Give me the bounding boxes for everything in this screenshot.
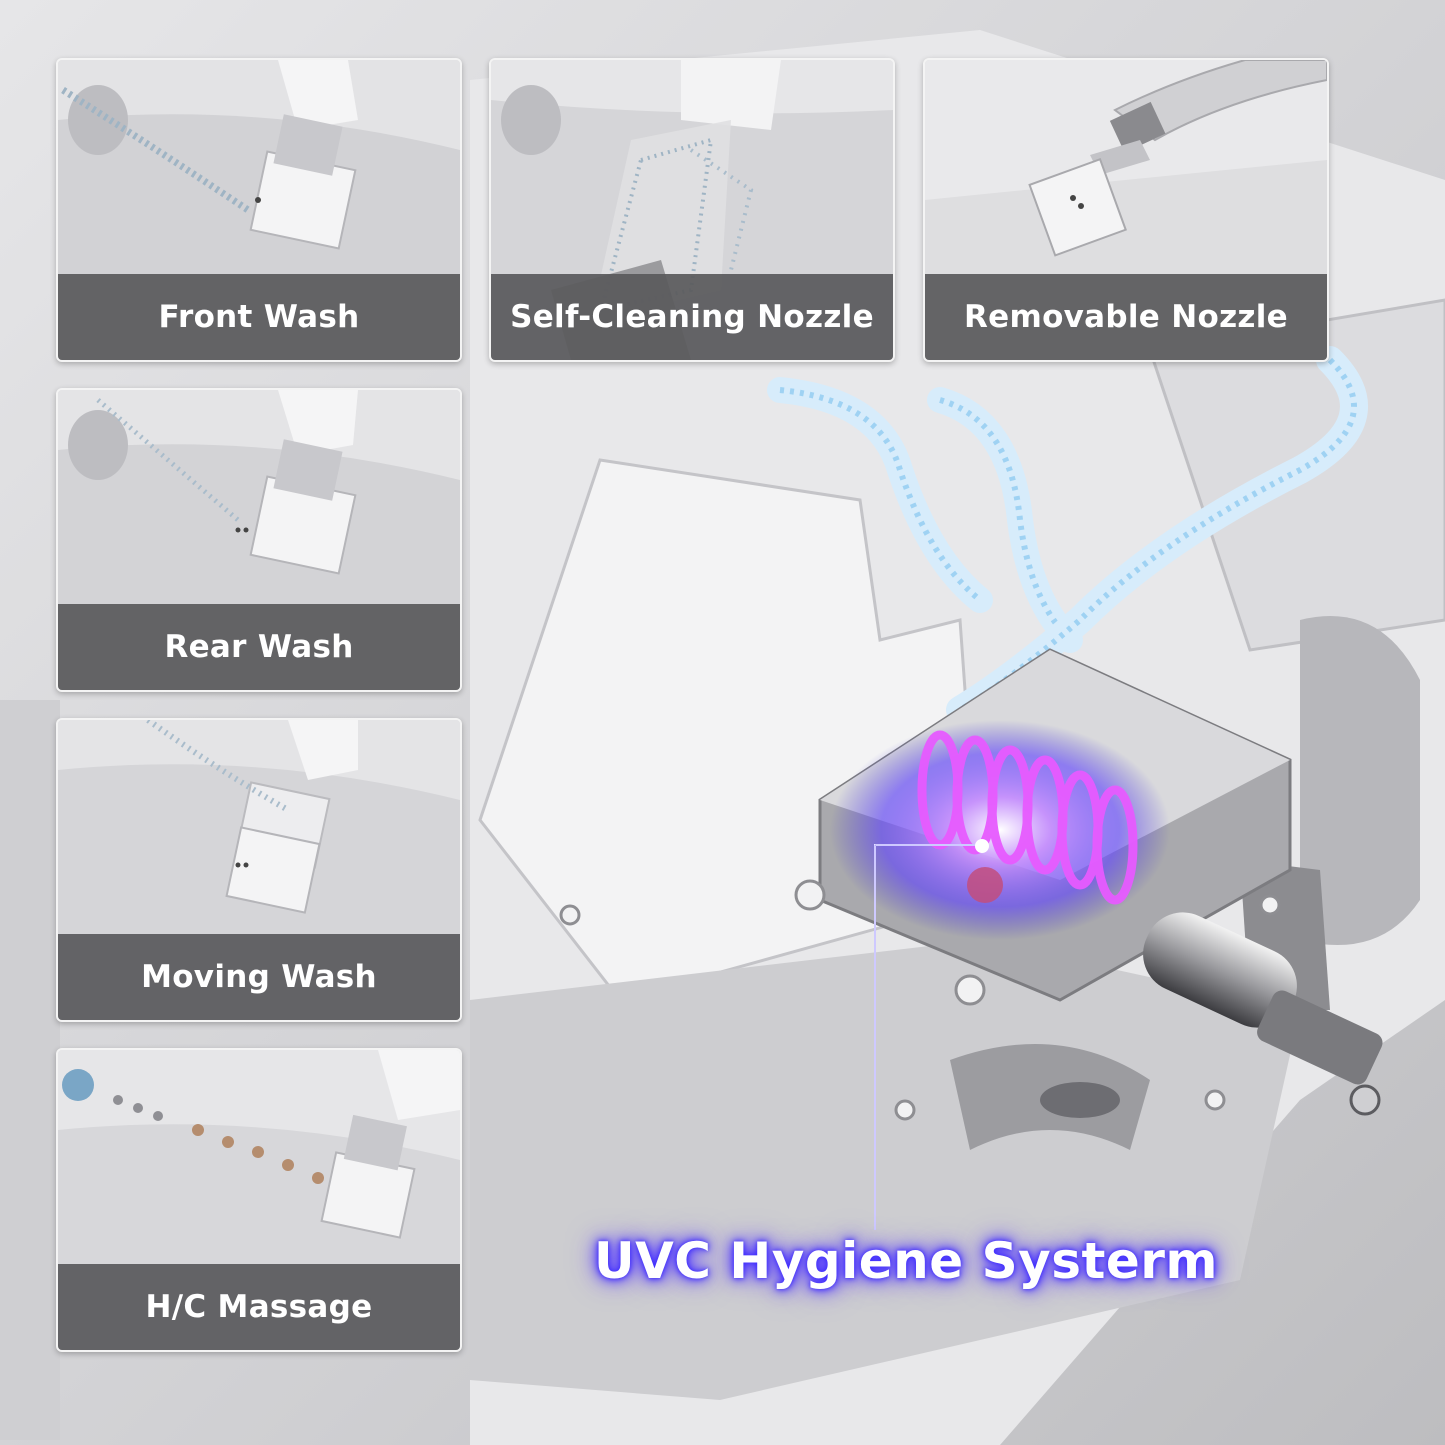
card-label: Rear Wash — [58, 604, 460, 690]
feature-card-moving-wash: Moving Wash — [56, 718, 462, 1022]
card-label: Removable Nozzle — [925, 274, 1327, 360]
card-label: Self-Cleaning Nozzle — [491, 274, 893, 360]
card-label: Front Wash — [58, 274, 460, 360]
feature-card-front-wash: Front Wash — [56, 58, 462, 362]
feature-card-removable-nozzle: Removable Nozzle — [923, 58, 1329, 362]
card-label: H/C Massage — [58, 1264, 460, 1350]
uvc-hygiene-title: UVC Hygiene Systerm — [594, 1232, 1219, 1290]
feature-card-self-cleaning-nozzle: Self-Cleaning Nozzle — [489, 58, 895, 362]
feature-card-hc-massage: H/C Massage — [56, 1048, 462, 1352]
card-label: Moving Wash — [58, 934, 460, 1020]
feature-card-rear-wash: Rear Wash — [56, 388, 462, 692]
